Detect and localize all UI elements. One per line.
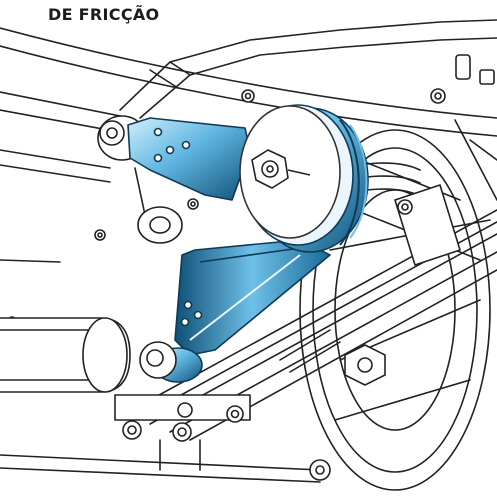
axle-tube <box>0 317 331 483</box>
caption-title: DE FRICÇÃO <box>48 5 160 24</box>
leaf-spring <box>149 184 497 441</box>
lower-nut <box>279 329 386 386</box>
friction-shock-absorber <box>127 104 369 383</box>
